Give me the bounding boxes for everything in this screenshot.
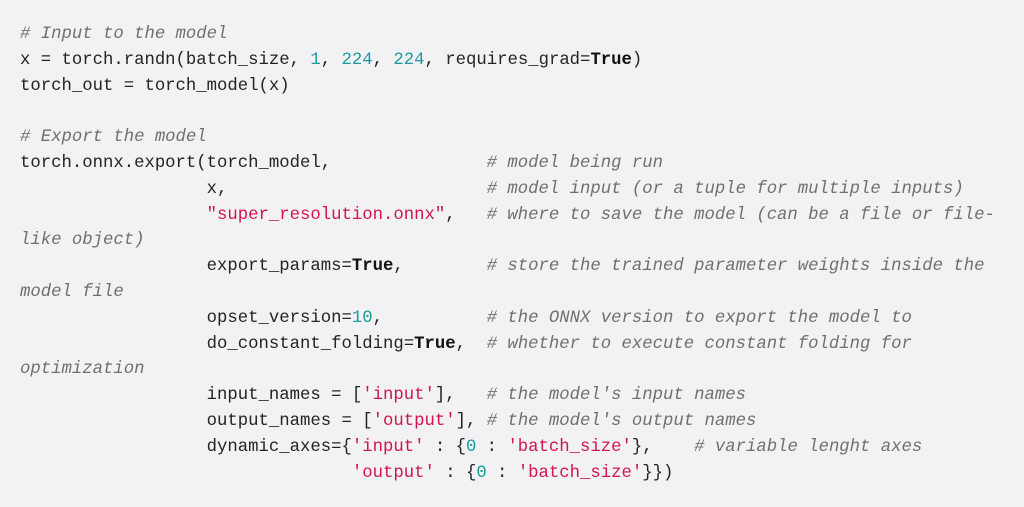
code-line: do_constant_folding=True, # whether to e… [20, 332, 1005, 384]
code-number: 0 [465, 437, 477, 457]
code-text: ], [455, 411, 487, 431]
code-keyword: True [414, 334, 456, 354]
code-line: x, # model input (or a tuple for multipl… [20, 177, 1005, 203]
code-comment: # model being run [486, 153, 663, 173]
code-text: ], [434, 386, 487, 406]
code-text [20, 464, 352, 483]
code-comment: # whether to execute constant folding fo… [20, 334, 923, 380]
code-comment: # Input to the model [20, 25, 228, 44]
code-string: "super_resolution.onnx" [206, 205, 446, 225]
code-keyword: True [351, 257, 394, 277]
code-comment: # where to save the model (can be a file… [20, 205, 995, 251]
code-text: opset_version= [20, 308, 352, 328]
code-comment: # the model's input names [486, 386, 746, 406]
code-line: dynamic_axes={'input' : {0 : 'batch_size… [20, 435, 1005, 461]
code-text [20, 206, 207, 225]
code-number: 224 [393, 50, 425, 70]
code-comment: # variable lenght axes [694, 437, 923, 457]
code-block: # Input to the model x = torch.randn(batc… [20, 22, 1005, 487]
code-line: torch_out = torch_model(x) [20, 74, 1005, 100]
code-text: x, [20, 179, 487, 199]
code-text: dynamic_axes={ [20, 437, 352, 457]
code-text: output_names = [ [20, 411, 373, 431]
code-text: x = torch.randn(batch_size, [20, 50, 311, 70]
code-text: , requires_grad= [424, 50, 591, 70]
code-number: 224 [341, 50, 373, 70]
code-line: 'output' : {0 : 'batch_size'}}) [20, 461, 1005, 487]
code-text: export_params= [20, 257, 352, 277]
code-string: 'batch_size' [517, 463, 643, 483]
code-text: : [486, 463, 518, 483]
code-text: torch_out = torch_model(x) [20, 76, 290, 96]
code-text: : [476, 437, 508, 457]
code-line: # Input to the model [20, 22, 1005, 48]
code-keyword: True [590, 50, 632, 70]
code-text: , [372, 308, 487, 328]
code-string: 'output' [372, 411, 456, 431]
code-text: , [455, 334, 487, 354]
code-text: , [445, 205, 487, 225]
code-number: 10 [351, 308, 373, 328]
code-comment: # Export the model [20, 128, 207, 148]
code-line: x = torch.randn(batch_size, 1, 224, 224,… [20, 48, 1005, 74]
code-line: "super_resolution.onnx", # where to save… [20, 203, 1005, 255]
code-text: }}) [642, 463, 674, 483]
code-text: : { [424, 437, 466, 457]
code-text: , [372, 50, 394, 70]
code-comment: # the ONNX version to export the model t… [486, 308, 912, 328]
code-comment: # the model's output names [486, 411, 757, 431]
code-text: do_constant_folding= [20, 334, 415, 354]
code-line: export_params=True, # store the trained … [20, 254, 1005, 306]
code-line: # Export the model [20, 125, 1005, 151]
code-line: input_names = ['input'], # the model's i… [20, 383, 1005, 409]
code-string: 'output' [351, 463, 435, 483]
code-line: output_names = ['output'], # the model's… [20, 409, 1005, 435]
code-text: : { [434, 463, 477, 483]
code-string: 'input' [362, 386, 435, 406]
code-string: 'input' [351, 437, 425, 457]
code-line [20, 99, 1005, 125]
code-comment: # store the trained parameter weights in… [20, 257, 995, 302]
code-line: torch.onnx.export(torch_model, # model b… [20, 151, 1005, 177]
code-text: , [393, 257, 487, 277]
code-number: 1 [310, 50, 321, 70]
code-text: input_names = [ [20, 386, 363, 406]
code-text: torch.onnx.export(torch_model, [20, 153, 487, 173]
code-text: , [320, 50, 342, 70]
code-text: ) [631, 50, 643, 70]
code-line: opset_version=10, # the ONNX version to … [20, 306, 1005, 332]
code-string: 'batch_size' [507, 437, 632, 457]
code-text: }, [631, 437, 695, 457]
code-comment: # model input (or a tuple for multiple i… [486, 179, 964, 199]
code-number: 0 [476, 463, 487, 483]
